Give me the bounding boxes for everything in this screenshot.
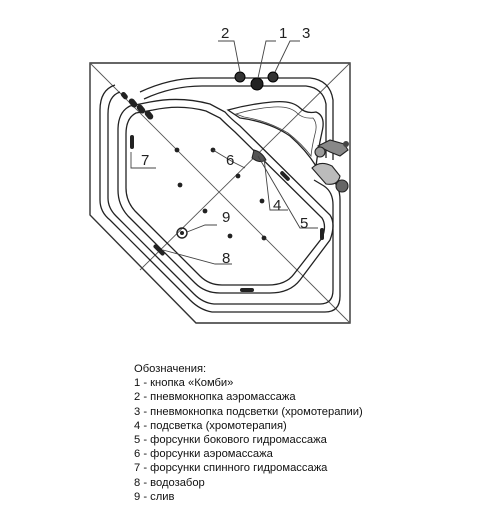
legend-item: 7 - форсунки спинного гидромассажа: [134, 462, 328, 475]
callout-3: 3: [302, 25, 310, 42]
legend-item: 5 - форсунки бокового гидромассажа: [134, 434, 327, 447]
callout-8: 8: [222, 250, 230, 267]
tub-basin-outer: [117, 98, 334, 294]
legend-item: 6 - форсунки аэромассажа: [134, 448, 273, 461]
aero-jets: [174, 147, 267, 241]
center-line-b: [139, 62, 351, 271]
callout-7: 7: [141, 152, 149, 169]
tub-rim-contour-3: [139, 77, 334, 160]
callout-1: 1: [279, 25, 287, 42]
legend: Обозначения: 1 - кнопка «Комби» 2 - пнев…: [134, 362, 464, 504]
mixer-faucet-icon: [311, 139, 349, 193]
tub-outer-rim: [89, 62, 351, 324]
callout-5: 5: [300, 215, 308, 232]
legend-item: 8 - водозабор: [134, 476, 205, 489]
callout-9: 9: [222, 209, 230, 226]
callout-2: 2: [221, 25, 229, 42]
legend-item: 4 - подсветка (хромотерапия): [134, 419, 287, 432]
tub-rim-contour-1: [99, 84, 341, 313]
back-jets: [120, 92, 154, 120]
tub-basin-inner: [125, 106, 326, 286]
light-icon: [251, 149, 267, 163]
headrest-inner: [234, 106, 317, 158]
callout-4: 4: [273, 197, 281, 214]
leader-lines: [130, 40, 318, 265]
combi-button-icon: [250, 77, 264, 91]
chromotherapy-button-icon: [267, 71, 279, 83]
headrest: [226, 100, 324, 168]
tub-rim-contour-2: [107, 91, 334, 305]
legend-item: 9 - слив: [134, 490, 175, 503]
bathtub-diagram: 2 1 3 7 6 4 5 9 8: [89, 25, 351, 324]
tub-rim-contour-4: [143, 85, 327, 158]
legend-title: Обозначения:: [134, 363, 207, 375]
legend-item: 2 - пневмокнопка аэромассажа: [134, 391, 296, 404]
drain-icon: [176, 227, 188, 239]
side-jets: [130, 135, 324, 292]
callout-6: 6: [226, 152, 234, 169]
legend-item: 1 - кнопка «Комби»: [134, 377, 234, 390]
legend-item: 3 - пневмокнопка подсветки (хромотерапии…: [134, 405, 363, 418]
aeromassage-button-icon: [234, 71, 246, 83]
